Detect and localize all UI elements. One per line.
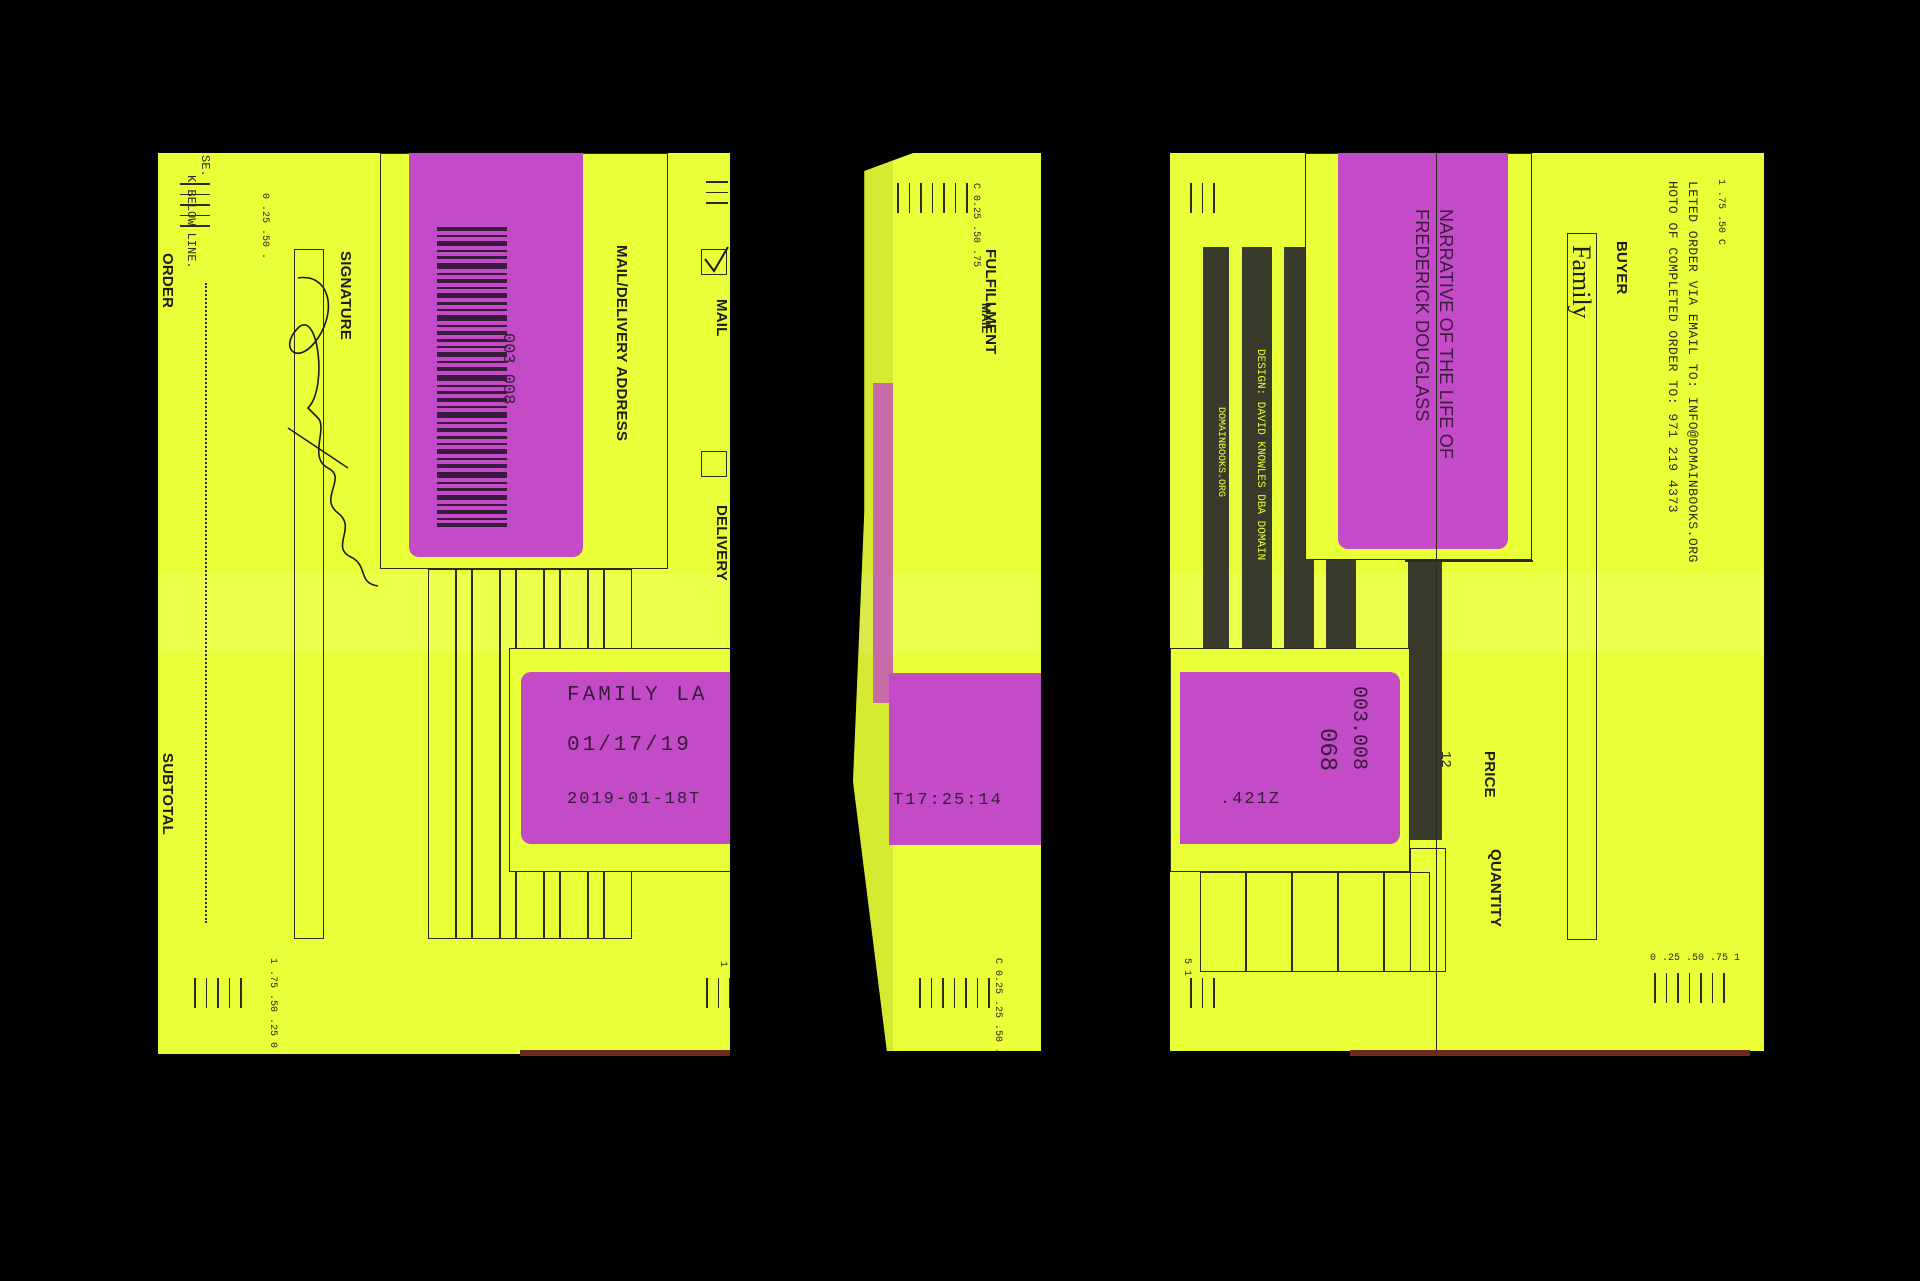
ruler-ticks-top-right [706,181,728,204]
barcode-number: 003.008 [498,333,517,405]
below-line-text: K BELOW LINE. [184,175,198,269]
field-column [456,569,472,939]
mail-delivery-address-label: MAIL/DELIVERY ADDRESS [613,245,630,442]
order-label: ORDER [159,253,176,309]
mail-checkbox [701,249,727,275]
se-text: SE. [198,155,212,177]
date-sticker-line2: 01/17/19 [567,734,692,757]
code-sticker-tail: .421Z [1220,790,1282,809]
spine-ruler-ticks-bottom [919,978,990,1008]
code-sticker-line2: 068 [1313,728,1340,772]
spine-sticker-edge [873,383,893,703]
code-sticker: .421Z 003.008 068 [1180,672,1400,844]
delivery-checkbox [701,451,727,477]
signature-scribble [287,276,379,587]
quantity-label: QUANTITY [1487,849,1504,928]
buyer-label: BUYER [1613,241,1630,295]
price-value: 12 [1437,751,1453,768]
dotted-line [205,283,207,923]
email-instruction-text: LETED ORDER VIA EMAIL TO: INFO@DOMAINBOO… [1685,181,1700,563]
spine-ruler-label-bottom: C 0.25 .25 .50 .75 [992,958,1003,1051]
ruler-ticks-bottom-left [194,978,242,1008]
ruler-ticks-bottom-left [1190,978,1215,1008]
date-sticker: FAMILY LA 01/17/19 2019-01-18T [521,672,730,844]
quantity-column [1384,872,1430,972]
title-box-underline [1405,560,1533,562]
ruler-label-top-right: 1 .75 .50 C [1715,179,1726,246]
field-column [428,569,456,939]
quantity-column [1200,872,1246,972]
buyer-field [1567,233,1597,940]
ruler-ticks-top-left [1190,183,1215,213]
barcode-sticker: 003.008 [409,153,583,557]
design-credit-text: DESIGN: DAVID KNOWLES DBA DOMAIN [1254,349,1266,561]
fulfillment-label: FULFILLMENT [982,249,999,355]
spine-mail-label: MAIL [979,303,993,334]
buyer-handwriting: Family [1567,245,1596,319]
ruler-label-bottom-left: 1 .75 .50 .25 0 [267,958,278,1049]
checkmark-icon [704,246,729,273]
fold-band [158,573,730,653]
left-book-cover: 0 .25 .50 . SE. K BELOW LINE. ORDER SUBT… [158,153,730,1054]
quantity-column [1292,872,1338,972]
right-book-cover: 5 1 DESIGN: DAVID KNOWLES DBA DOMAIN DOM… [1170,153,1764,1051]
divider-line [1436,153,1437,1051]
date-sticker-line1: FAMILY LA [567,684,708,707]
quantity-column [1246,872,1292,972]
price-label: PRICE [1481,751,1498,798]
quantity-box [1410,848,1446,972]
signature-field [294,249,324,939]
date-sticker-line3: 2019-01-18T [567,790,702,809]
ruler-ticks-top-left [180,183,210,227]
ruler-ticks-bottom-right [1654,973,1725,1003]
title-line2: FREDERICK DOUGLASS [1412,209,1432,422]
ruler-label-bottom-right: 0 .25 .50 .75 1 [1650,953,1741,964]
domain-url-text: DOMAINBOOKS.ORG [1215,407,1226,498]
spine-ruler-ticks-top [897,183,968,213]
photo-instruction-text: HOTO OF COMPLETED ORDER TO: 971 219 4373 [1665,181,1680,514]
barcode-icon [437,227,507,527]
quantity-column [1338,872,1384,972]
spine-sticker: T17:25:14 [889,673,1041,845]
field-column [472,569,500,939]
page-edge-shadow [520,1050,730,1056]
ruler-label-left-bottom: 5 1 [1181,958,1192,977]
mail-label: MAIL [713,299,730,337]
page-edge-shadow [1350,1050,1750,1056]
spine-ruler-label-top: C 0.25 .50 .75 [970,183,981,268]
delivery-label: DELIVERY [713,505,730,582]
title-sticker: NARRATIVE OF THE LIFE OF FREDERICK DOUGL… [1338,153,1508,549]
spine-sticker-text: T17:25:14 [893,791,1003,810]
code-sticker-line1: 003.008 [1347,686,1370,771]
subtotal-label: SUBTOTAL [159,753,176,835]
ruler-label-top-left: 0 .25 .50 . [259,193,270,260]
spine-book: C 0.25 .50 .75 FULFILLMENT MAIL T17:25:1… [853,153,1041,1051]
ruler-ticks-bottom-right [706,978,730,1008]
ruler-label-right-bottom: 1 [717,961,728,968]
title-line1: NARRATIVE OF THE LIFE OF [1436,209,1456,460]
